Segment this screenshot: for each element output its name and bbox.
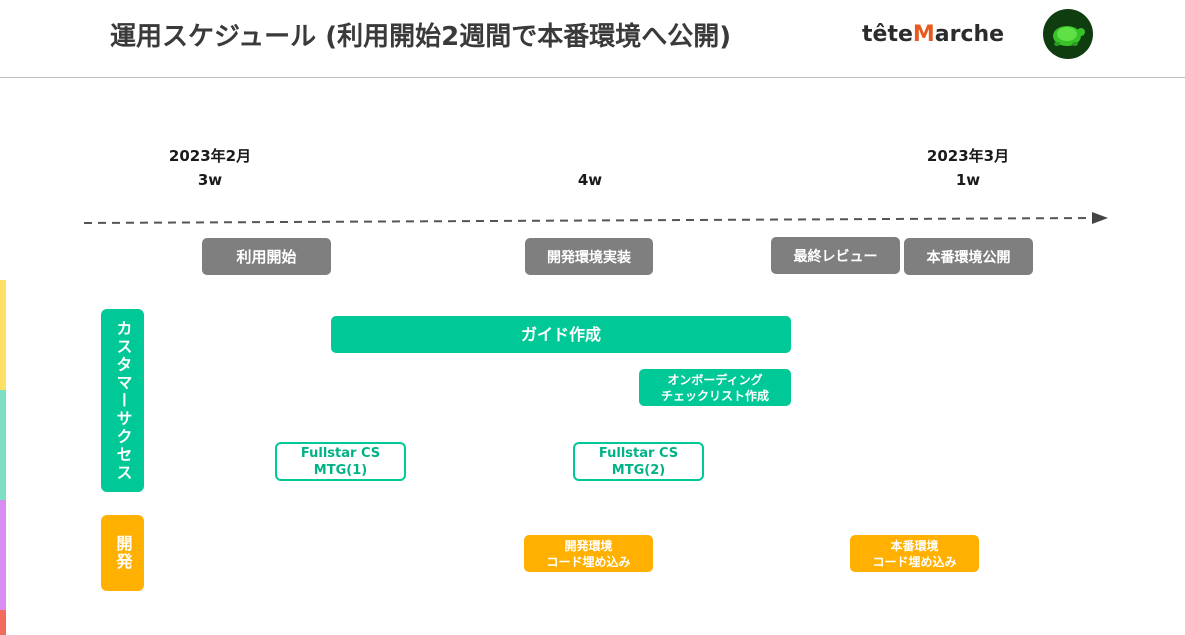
timeline-col2: 4w [530,168,650,192]
milestone-dev-env: 開発環境実装 [525,238,653,275]
sidebar-color-yellow [0,280,6,390]
brand-text-part2: arche [934,22,1005,47]
milestone-start: 利用開始 [202,238,331,275]
task-onboarding-checklist: オンボーディング チェックリスト作成 [639,369,791,406]
task-guide-creation: ガイド作成 [331,316,791,353]
milestone-prod-release: 本番環境公開 [904,238,1033,275]
turtle-logo-icon [1043,9,1093,59]
timeline-col1: 2023年2月 3w [150,144,270,192]
timeline-col3: 2023年3月 1w [908,144,1028,192]
sidebar-color-teal [0,390,6,500]
timeline-duration-1w: 1w [955,171,981,189]
brand-logo-text: têteMarche [862,22,1004,47]
task-prod-code-embed: 本番環境 コード埋め込み [850,535,979,572]
timeline-date-mar: 2023年3月 [926,147,1010,165]
task-fullstar-mtg2: Fullstar CS MTG(2) [573,442,704,481]
task-fullstar-mtg1: Fullstar CS MTG(1) [275,442,406,481]
brand-text-part1: tête [862,22,913,47]
task-dev-code-embed: 開発環境 コード埋め込み [524,535,653,572]
sidebar-color-red [0,610,6,635]
timeline-duration-4w: 4w [577,171,603,189]
page-title: 運用スケジュール (利用開始2週間で本番環境へ公開) [110,22,732,52]
brand-text-m: M [912,22,935,47]
milestone-final-review: 最終レビュー [771,237,900,274]
row-label-development: 開発 [101,515,144,591]
header-divider [0,77,1185,78]
timeline-duration-3w: 3w [197,171,223,189]
sidebar-color-purple [0,500,6,610]
timeline-arrow [84,212,1108,224]
timeline-date-feb: 2023年2月 [168,147,252,165]
row-label-customer-success: カスタマーサクセス [101,309,144,492]
